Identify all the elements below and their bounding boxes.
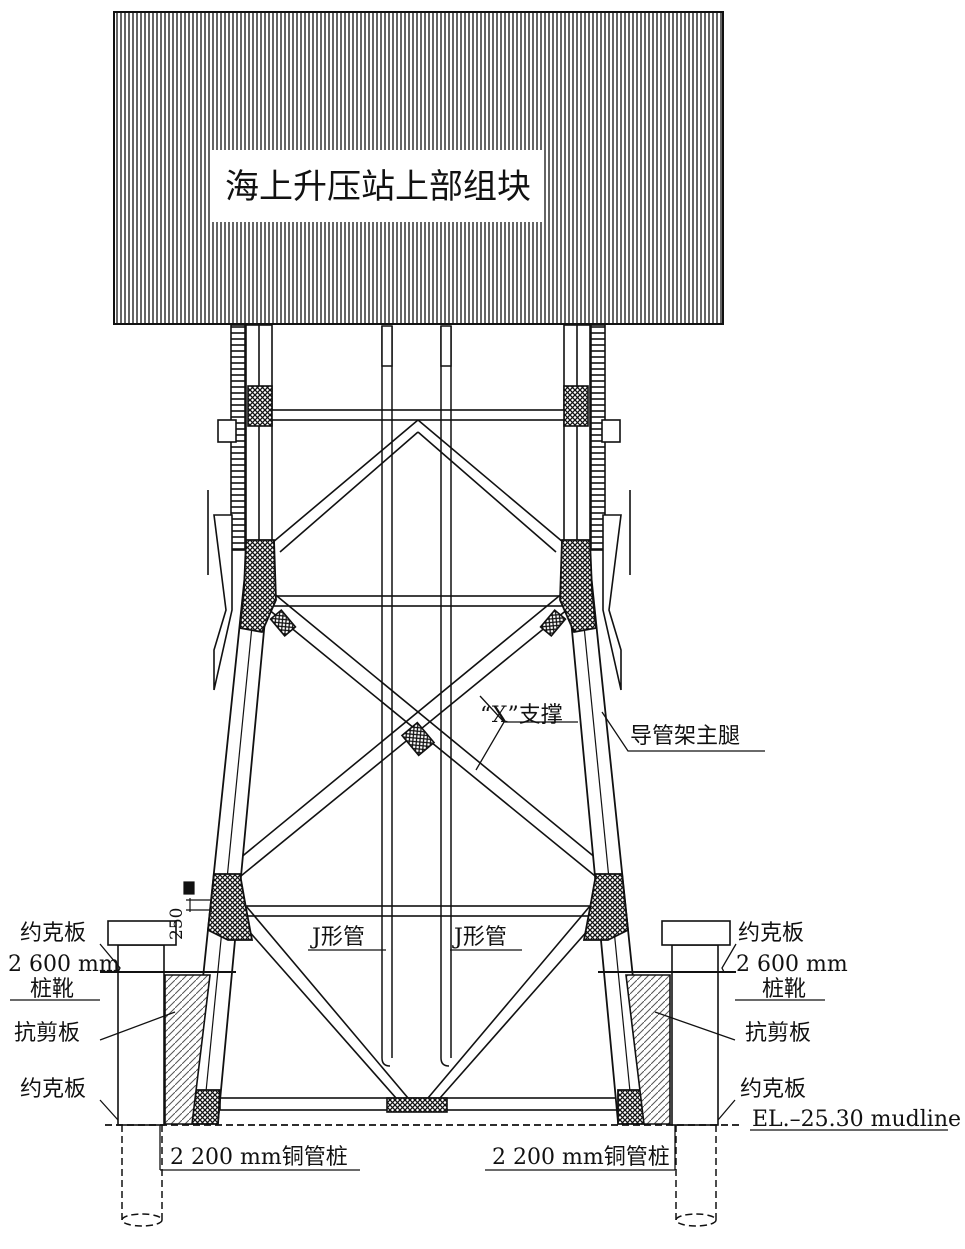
label-sleeve-left: 桩靴 bbox=[30, 977, 74, 1002]
pile-sleeves bbox=[100, 920, 736, 1126]
horizontal-braces bbox=[219, 409, 619, 1113]
mudline-and-piles bbox=[105, 1124, 742, 1227]
label-sleeve-size-left: 2 600 mm bbox=[8, 952, 120, 977]
shear-plate-left bbox=[164, 974, 211, 1125]
label-shear-plate-right: 抗剪板 bbox=[745, 1021, 811, 1046]
label-j-tube-left: J形管 bbox=[310, 925, 365, 950]
shear-plate-right bbox=[625, 974, 671, 1125]
x-braces bbox=[227, 419, 609, 1099]
label-sleeve-size-right: 2 600 mm bbox=[736, 952, 848, 977]
label-yoke-upper-right: 约克板 bbox=[738, 921, 804, 946]
pile-sleeve-left bbox=[117, 944, 165, 1126]
labels: “X”支撑 导管架主腿 J形管 J形管 约克板 约克板 2 600 mm 2 6… bbox=[8, 703, 961, 1170]
label-yoke-upper-left: 约克板 bbox=[20, 921, 86, 946]
topside-title: 海上升压站上部组块 bbox=[225, 167, 531, 207]
label-mudline: EL.–25.30 mudline bbox=[752, 1107, 961, 1132]
x-brace-center-node bbox=[400, 721, 436, 757]
dim-250: 250 bbox=[167, 881, 212, 940]
label-pile-right: 2 200 mm铜管桩 bbox=[492, 1145, 670, 1170]
title-box bbox=[212, 150, 544, 222]
label-yoke-lower-right: 约克板 bbox=[740, 1077, 806, 1102]
label-sleeve-right: 桩靴 bbox=[762, 977, 806, 1002]
label-shear-plate-left: 抗剪板 bbox=[14, 1021, 80, 1046]
bottom-node-plate bbox=[386, 1097, 448, 1113]
main-legs bbox=[187, 539, 649, 1125]
pile-left bbox=[121, 1125, 163, 1220]
label-yoke-lower-left: 约克板 bbox=[20, 1077, 86, 1102]
label-x-brace: “X”支撑 bbox=[480, 703, 563, 728]
j-tubes bbox=[381, 325, 452, 1067]
leader-lines bbox=[10, 695, 948, 1171]
upper-columns bbox=[207, 324, 631, 691]
pile-right bbox=[675, 1125, 717, 1220]
topside-module: 海上升压站上部组块 bbox=[113, 11, 724, 325]
label-main-leg: 导管架主腿 bbox=[630, 724, 740, 749]
label-pile-left: 2 200 mm铜管桩 bbox=[170, 1145, 348, 1170]
dim-250-label: 250 bbox=[167, 908, 187, 940]
label-j-tube-right: J形管 bbox=[452, 925, 507, 950]
